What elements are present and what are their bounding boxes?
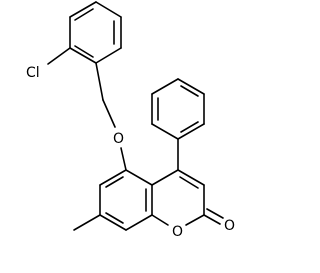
- benzo-ring: [99, 169, 153, 231]
- carbonyl-bond: [203, 214, 221, 225]
- ch2-bond: [95, 62, 104, 101]
- c-cl-bond: [47, 47, 71, 65]
- pyranone-ring: [151, 169, 205, 226]
- chemical-structure-diagram: Cl O O O: [26, 1, 235, 240]
- o-ch2-bond: [102, 99, 116, 128]
- carbonyl-oxygen-label: O: [224, 218, 235, 234]
- o-c5-bond: [120, 147, 127, 171]
- ether-oxygen-label: O: [113, 131, 124, 147]
- methyl-bond: [73, 214, 101, 231]
- ring-oxygen-label: O: [172, 224, 183, 240]
- phenyl-ring: [151, 78, 205, 140]
- carbonyl-bond-2: [206, 208, 224, 219]
- chlorine-label: Cl: [26, 65, 40, 81]
- chlorophenyl-ring: [69, 1, 122, 64]
